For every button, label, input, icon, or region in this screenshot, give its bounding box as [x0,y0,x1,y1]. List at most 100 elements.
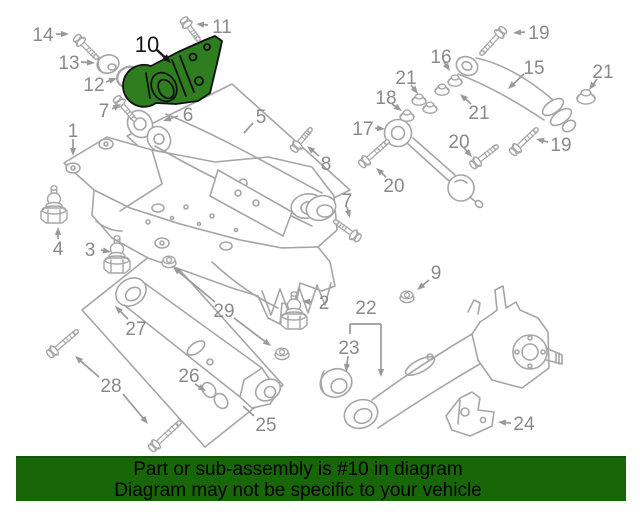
nut-glyph [161,255,177,269]
highlight-banner: Part or sub-assembly is #10 in diagram D… [16,456,626,501]
part-label-24: 24 [513,414,535,435]
leader-arrow [80,59,95,66]
highlighted-part-10 [122,35,223,108]
stopper-bracket [445,391,495,437]
mount-insulator-glyph [103,235,131,274]
leader-arrow [302,298,313,305]
bolt-glyph [179,16,201,42]
part-label-13: 13 [58,53,79,74]
leader-arrow [122,393,148,424]
leader-arrow [54,227,62,239]
bolt-glyph [479,25,508,56]
part-label-19: 19 [550,135,571,156]
part-label-3: 3 [85,240,96,261]
leader-arrow [242,405,255,417]
washer-glyph [411,93,427,106]
lower-arm-frame [81,247,284,448]
bolt-glyph [289,127,313,153]
leader-arrow [105,77,117,84]
washer-glyph [576,88,596,105]
part-label-5: 5 [256,107,267,128]
part-label-27: 27 [125,319,146,340]
banner-line-1: Part or sub-assembly is #10 in diagram [133,458,463,480]
part-label-14: 14 [32,25,54,46]
bolt-glyph [469,144,499,170]
part-label-7: 7 [99,101,110,122]
part-label-15: 15 [523,58,544,79]
lateral-rod [383,118,484,209]
bolt-glyph [72,33,99,60]
rear-upper-arm [455,55,577,133]
part-label-21: 21 [395,68,416,89]
washer-glyph [447,74,463,87]
mount-insulator-glyph [280,291,308,330]
leader-arrow [343,355,351,372]
part-label-6: 6 [183,105,194,126]
bolt-glyph [333,219,362,243]
part-label-29: 29 [213,301,234,322]
leader-arrow [508,73,525,89]
leader-arrow [376,168,387,178]
washer-glyph [422,101,438,114]
leader-arrow [115,306,129,320]
part-label-26: 26 [178,366,199,387]
leader-arrow [243,122,254,134]
part-label-7: 7 [342,191,353,212]
leader-arrow [498,419,512,426]
part-label-11: 11 [212,17,232,38]
hardware-layer [40,16,596,453]
lower-control-arm [115,277,282,410]
leader-arrow [460,94,472,105]
bolt-glyph [357,139,390,169]
cap-plug [96,54,120,74]
washer-glyph [399,109,415,122]
leader-arrow [163,115,179,122]
part-label-21: 21 [592,62,613,83]
part-label-12: 12 [83,75,104,96]
leader-arrow [194,383,206,391]
leader-arrow [344,206,351,218]
part-label-10: 10 [135,32,159,57]
leader-arrow [442,61,450,71]
leader-arrow [173,267,216,303]
leader-arrow [56,30,69,38]
leader-arrow [75,356,100,378]
washer-glyph [434,83,450,96]
leader-arrow [156,49,171,63]
leader-arrow [410,84,418,94]
leader-arrow [513,29,526,36]
part-label-8: 8 [321,154,332,175]
part-label-2: 2 [319,293,330,314]
part-label-21: 21 [468,103,489,124]
part-label-9: 9 [431,263,442,284]
part-label-19: 19 [528,23,549,44]
part-label-28: 28 [100,376,121,397]
part-label-25: 25 [255,415,276,436]
leader-arrow [589,78,598,90]
trailing-arm-bushing [319,367,353,399]
leader-arrow [463,147,472,157]
part-label-20: 20 [448,132,469,153]
bolt-glyph [45,329,79,359]
bolt-glyph [112,94,137,122]
bolt-glyph [508,127,539,157]
leader-arrow [374,125,385,132]
upper-control-arm [126,109,337,237]
part-label-4: 4 [53,239,64,260]
nut-glyph [399,290,415,304]
banner-line-2: Diagram may not be specific to your vehi… [114,479,482,501]
bolt-glyph [147,420,182,453]
leader-arrow [69,139,77,156]
trailing-arm-assembly [343,285,563,430]
part-label-18: 18 [375,88,396,109]
part-label-20: 20 [383,176,404,197]
part-label-1: 1 [68,121,79,142]
leader-arrow [100,247,111,254]
part-label-23: 23 [338,338,359,359]
leader-arrow [233,317,271,346]
leader-arrow [377,324,385,377]
leader-arrow [111,104,121,111]
